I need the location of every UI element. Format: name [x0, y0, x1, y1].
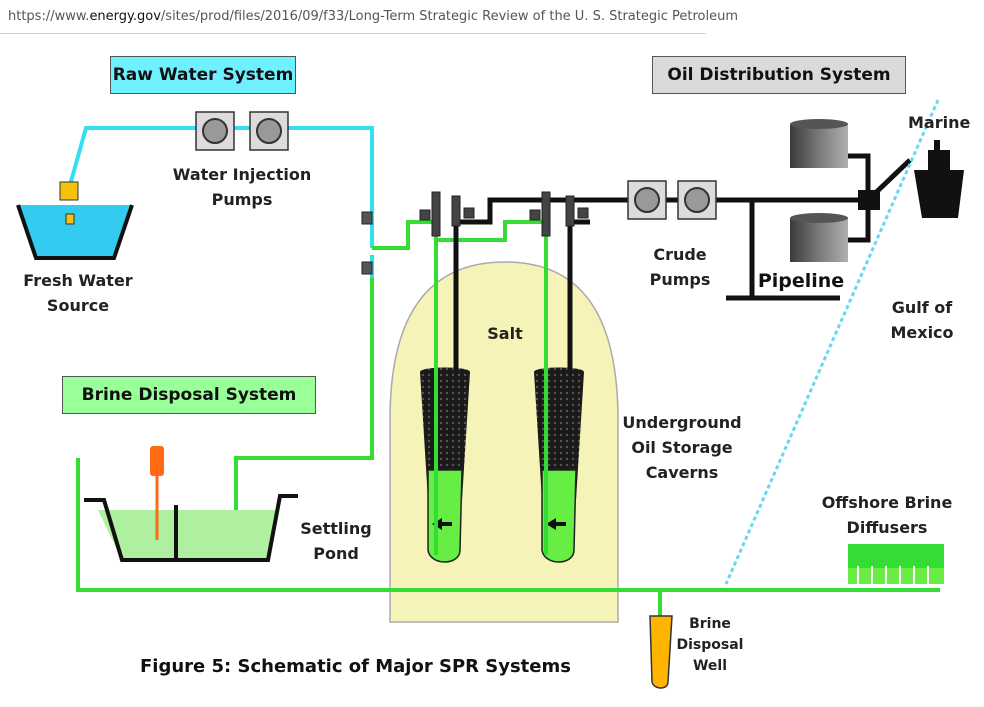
fresh-water-source-label: Fresh Water Source — [14, 268, 142, 318]
brine-disposal-well-label: Brine Disposal Well — [672, 614, 748, 677]
url-path: /sites/prod/files/2016/09/f33/Long-Term … — [160, 9, 738, 24]
fresh-water-source-line1: Fresh Water — [23, 271, 133, 290]
marine-label: Marine — [908, 113, 971, 132]
brine-disposal-system-box: Brine Disposal System — [62, 376, 316, 414]
oil-tank-icon — [790, 119, 848, 262]
junction-box — [858, 190, 880, 210]
settling-pond-line1: Settling — [300, 519, 372, 538]
salt-label: Salt — [487, 324, 523, 343]
raw-water-system-box: Raw Water System — [110, 56, 296, 94]
figure-caption: Figure 5: Schematic of Major SPR Systems — [140, 656, 571, 677]
underground-caverns-line2: Oil Storage — [631, 438, 733, 457]
water-injection-pumps-line1: Water Injection — [172, 165, 312, 184]
valve-icon — [361, 211, 373, 275]
crude-pumps-label: Crude Pumps — [640, 242, 720, 292]
disposal-well-icon — [649, 615, 673, 689]
wellhead-left — [419, 191, 475, 237]
brine-disposal-well-line2: Disposal — [676, 637, 744, 653]
url-prefix: https://www. — [8, 9, 90, 24]
gulf-of-mexico-label: Gulf of Mexico — [880, 295, 964, 345]
url-bar[interactable]: https://www.energy.gov/sites/prod/files/… — [0, 0, 738, 34]
underground-caverns-line3: Caverns — [645, 463, 719, 482]
crude-pumps-line2: Pumps — [649, 270, 711, 289]
offshore-brine-diffusers-label: Offshore Brine Diffusers — [812, 490, 962, 540]
salt-dome — [389, 261, 619, 623]
crude-pump-icon — [627, 180, 717, 220]
water-pump-icon — [195, 111, 289, 151]
settling-pond-icon — [84, 446, 298, 562]
brine-disposal-well-line1: Brine — [689, 616, 731, 632]
oil-pipes — [453, 153, 912, 370]
gulf-of-mexico-line1: Gulf of — [891, 298, 953, 317]
gulf-of-mexico-line2: Mexico — [890, 323, 954, 342]
crude-pumps-line1: Crude — [653, 245, 707, 264]
offshore-brine-diffusers-line1: Offshore Brine — [821, 493, 953, 512]
oil-distribution-system-box: Oil Distribution System — [652, 56, 906, 94]
fresh-water-icon — [16, 181, 134, 260]
ship-icon — [914, 140, 964, 218]
water-injection-pumps-line2: Pumps — [211, 190, 273, 209]
settling-pond-line2: Pond — [313, 544, 359, 563]
wellhead-right — [529, 191, 589, 237]
brine-pipes — [76, 196, 940, 616]
settling-pond-label: Settling Pond — [296, 516, 376, 566]
underground-caverns-line1: Underground — [622, 413, 742, 432]
pipeline-label: Pipeline — [757, 270, 845, 292]
water-injection-pumps-label: Water Injection Pumps — [168, 162, 316, 212]
underground-caverns-label: Underground Oil Storage Caverns — [614, 410, 750, 485]
brine-disposal-well-line3: Well — [692, 658, 728, 674]
offshore-brine-diffusers-line2: Diffusers — [846, 518, 928, 537]
diffuser-icon — [848, 544, 944, 586]
url-host: energy.gov — [89, 9, 161, 24]
fresh-water-source-line2: Source — [46, 296, 110, 315]
